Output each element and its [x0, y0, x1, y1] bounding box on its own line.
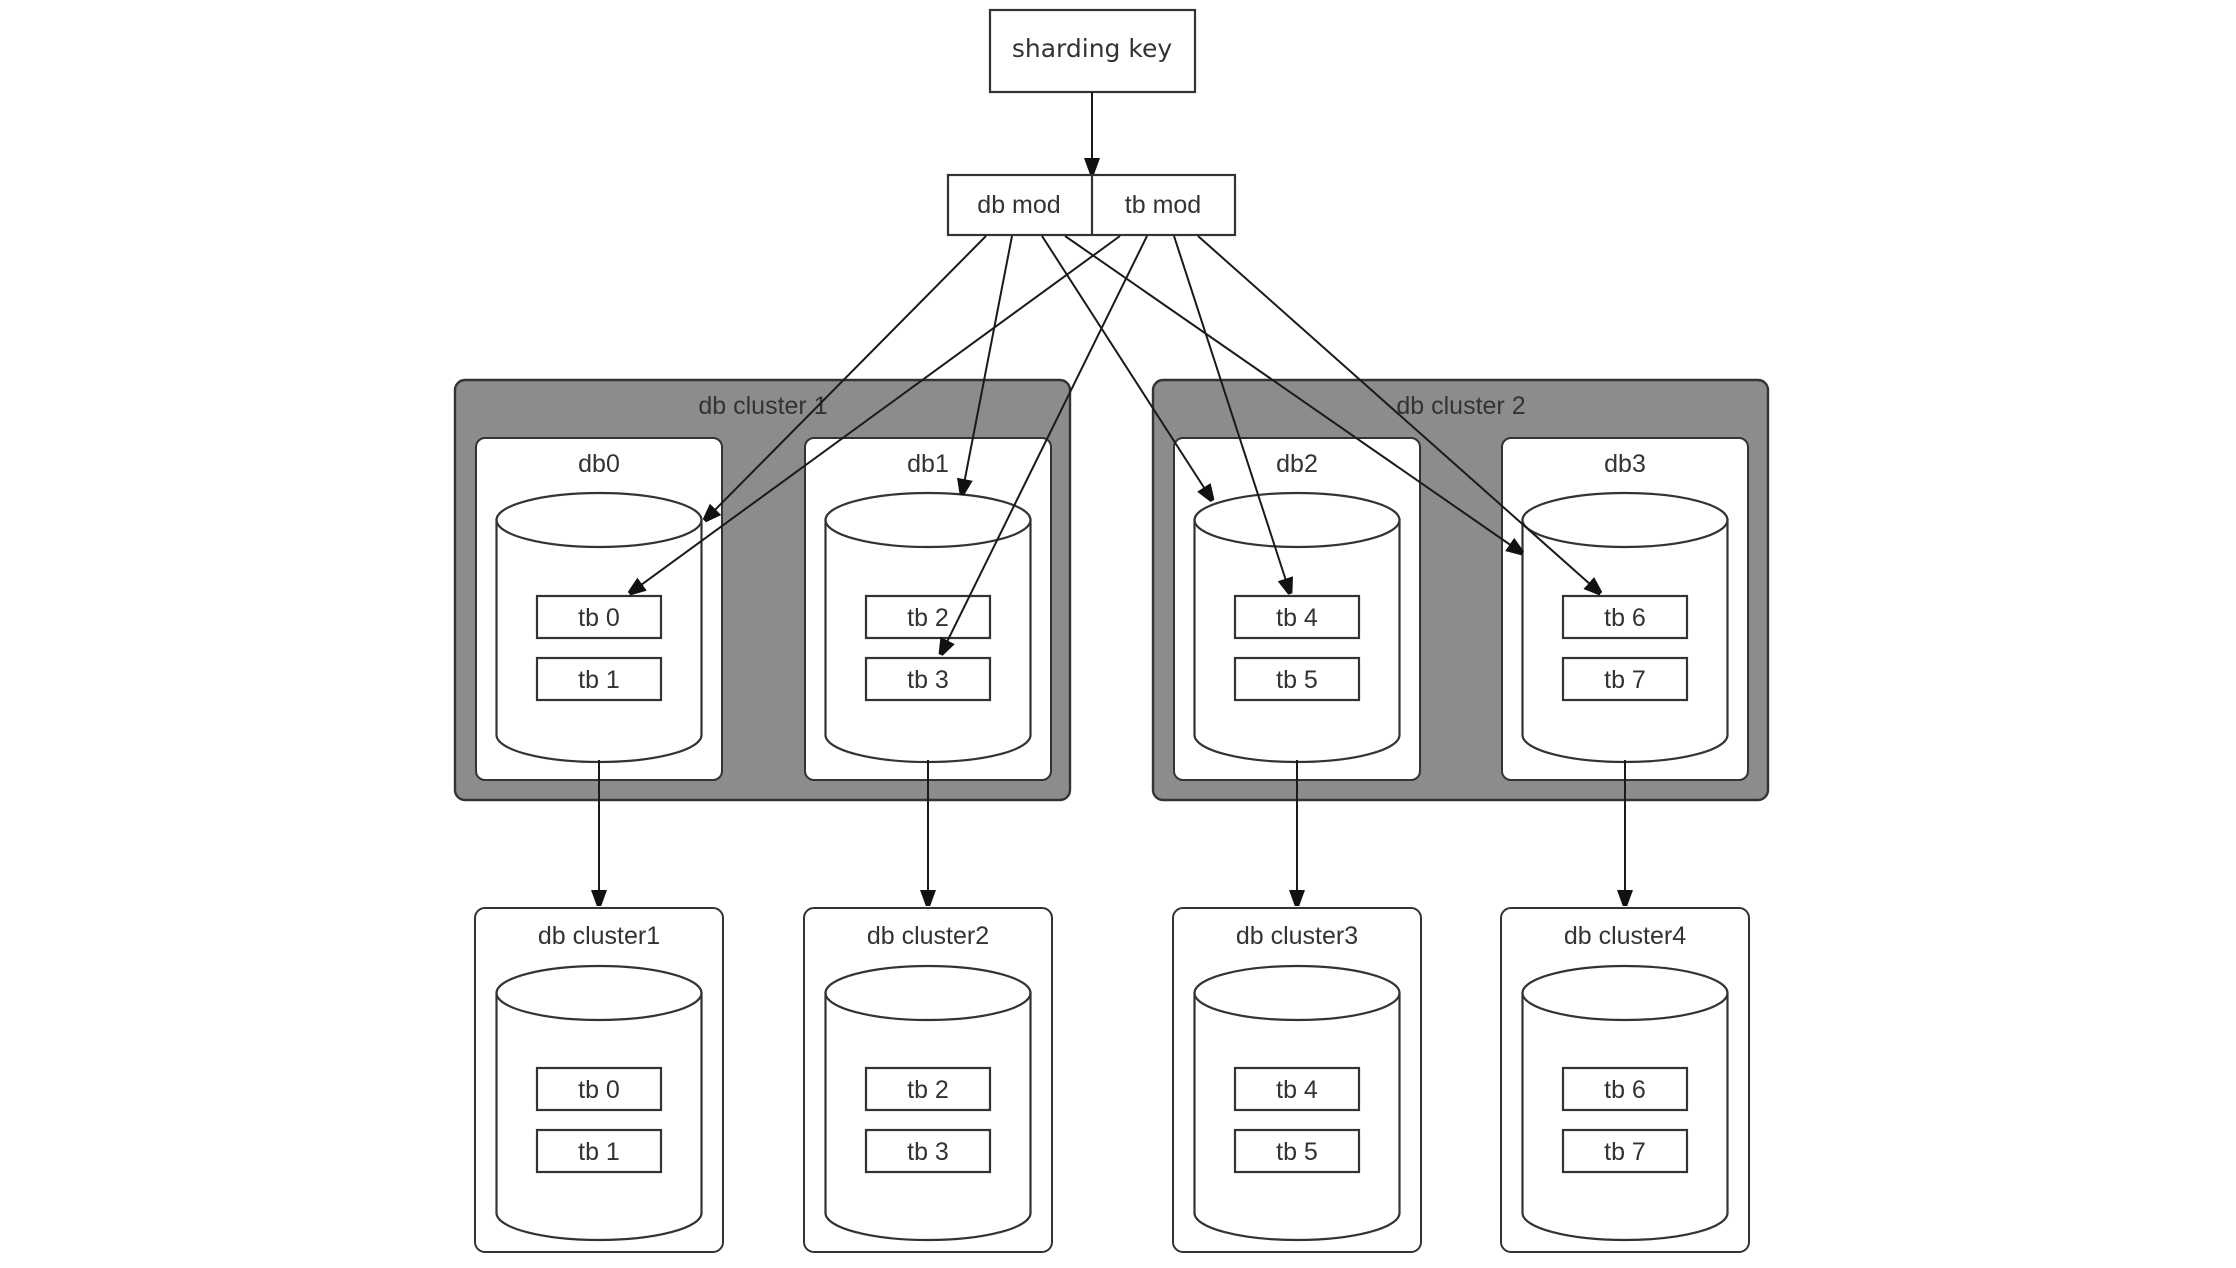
database-db1: db1 tb 2 tb 3 [804, 437, 1052, 781]
target-cluster-2: db cluster2 tb 2 tb 3 [803, 907, 1053, 1253]
database-db2: db2 tb 4 tb 5 [1173, 437, 1421, 781]
table-label: tb 3 [907, 1138, 949, 1166]
edge-dbmod-db0 [705, 235, 987, 520]
table-box: tb 6 [1561, 1066, 1689, 1112]
edge-tbmod-tb4 [1173, 235, 1290, 593]
table-box: tb 4 [1233, 594, 1361, 640]
cylinder-top [1521, 491, 1729, 549]
cylinder-top [1193, 964, 1401, 1022]
table-label: tb 0 [578, 604, 620, 632]
cylinder-body [1521, 518, 1729, 764]
table-box: tb 3 [864, 1128, 992, 1174]
cylinder-top [824, 491, 1032, 549]
table-label: tb 7 [1604, 1138, 1646, 1166]
table-box: tb 7 [1561, 1128, 1689, 1174]
router-node: db mod tb mod [946, 173, 1237, 237]
target-cluster-3: db cluster3 tb 4 tb 5 [1172, 907, 1422, 1253]
cluster-label: db cluster1 [538, 922, 660, 950]
table-label: tb 0 [578, 1076, 620, 1104]
table-label: tb 1 [578, 1138, 620, 1166]
database-cylinder-icon [1521, 964, 1729, 1242]
table-box: tb 7 [1561, 656, 1689, 702]
database-label: db3 [1604, 450, 1646, 478]
cylinder-body [824, 518, 1032, 764]
edge-dbmod-db3 [1064, 235, 1522, 553]
cluster-label: db cluster2 [867, 922, 989, 950]
cylinder-body [1193, 991, 1401, 1242]
table-box: tb 0 [535, 594, 663, 640]
target-cluster-1: db cluster1 tb 0 tb 1 [474, 907, 724, 1253]
cluster-label: db cluster 1 [698, 392, 827, 420]
table-box: tb 1 [535, 656, 663, 702]
table-box: tb 6 [1561, 594, 1689, 640]
database-label: db0 [578, 450, 620, 478]
cylinder-top [495, 491, 703, 549]
table-label: tb 5 [1276, 666, 1318, 694]
cylinder-body [495, 991, 703, 1242]
table-box: tb 1 [535, 1128, 663, 1174]
edge-tbmod-tb3 [941, 235, 1148, 654]
cylinder-body [495, 518, 703, 764]
table-label: tb 2 [907, 1076, 949, 1104]
table-label: tb 6 [1604, 1076, 1646, 1104]
target-cluster-4: db cluster4 tb 6 tb 7 [1500, 907, 1750, 1253]
edge-dbmod-db2 [1041, 235, 1212, 500]
table-box: tb 3 [864, 656, 992, 702]
cluster-label: db cluster 2 [1396, 392, 1525, 420]
table-label: tb 2 [907, 604, 949, 632]
cylinder-top [495, 964, 703, 1022]
edge-dbmod-db1 [962, 235, 1013, 494]
db-mod-label: db mod [977, 191, 1060, 219]
table-label: tb 5 [1276, 1138, 1318, 1166]
database-cylinder-icon [1193, 964, 1401, 1242]
table-label: tb 4 [1276, 604, 1318, 632]
cylinder-top [1193, 491, 1401, 549]
database-cylinder-icon [1521, 491, 1729, 764]
cluster-label: db cluster4 [1564, 922, 1686, 950]
source-cluster-1: db cluster 1 db0 tb 0 tb 1 db1 tb 2 tb 3 [453, 378, 1072, 802]
cylinder-body [1193, 518, 1401, 764]
table-label: tb 4 [1276, 1076, 1318, 1104]
table-label: tb 1 [578, 666, 620, 694]
sharding-key-label: sharding key [1012, 34, 1172, 63]
cylinder-body [1521, 991, 1729, 1242]
table-box: tb 0 [535, 1066, 663, 1112]
database-db3: db3 tb 6 tb 7 [1501, 437, 1749, 781]
database-cylinder-icon [1193, 491, 1401, 764]
edges [599, 92, 1625, 905]
database-cylinder-icon [495, 491, 703, 764]
cylinder-body [824, 991, 1032, 1242]
edge-tbmod-tb6 [1197, 235, 1600, 593]
cylinder-top [1521, 964, 1729, 1022]
sharding-key-node: sharding key [988, 8, 1197, 94]
source-cluster-2: db cluster 2 db2 tb 4 tb 5 db3 tb 6 tb 7 [1151, 378, 1770, 802]
database-label: db1 [907, 450, 949, 478]
database-cylinder-icon [824, 964, 1032, 1242]
cluster-label: db cluster3 [1236, 922, 1358, 950]
table-box: tb 2 [864, 594, 992, 640]
database-label: db2 [1276, 450, 1318, 478]
table-box: tb 5 [1233, 1128, 1361, 1174]
table-label: tb 3 [907, 666, 949, 694]
database-cylinder-icon [495, 964, 703, 1242]
table-box: tb 4 [1233, 1066, 1361, 1112]
database-cylinder-icon [824, 491, 1032, 764]
edge-tbmod-tb0 [630, 235, 1121, 593]
table-box: tb 2 [864, 1066, 992, 1112]
tb-mod-label: tb mod [1125, 191, 1201, 219]
table-label: tb 7 [1604, 666, 1646, 694]
table-label: tb 6 [1604, 604, 1646, 632]
cylinder-top [824, 964, 1032, 1022]
database-db0: db0 tb 0 tb 1 [475, 437, 723, 781]
table-box: tb 5 [1233, 656, 1361, 702]
